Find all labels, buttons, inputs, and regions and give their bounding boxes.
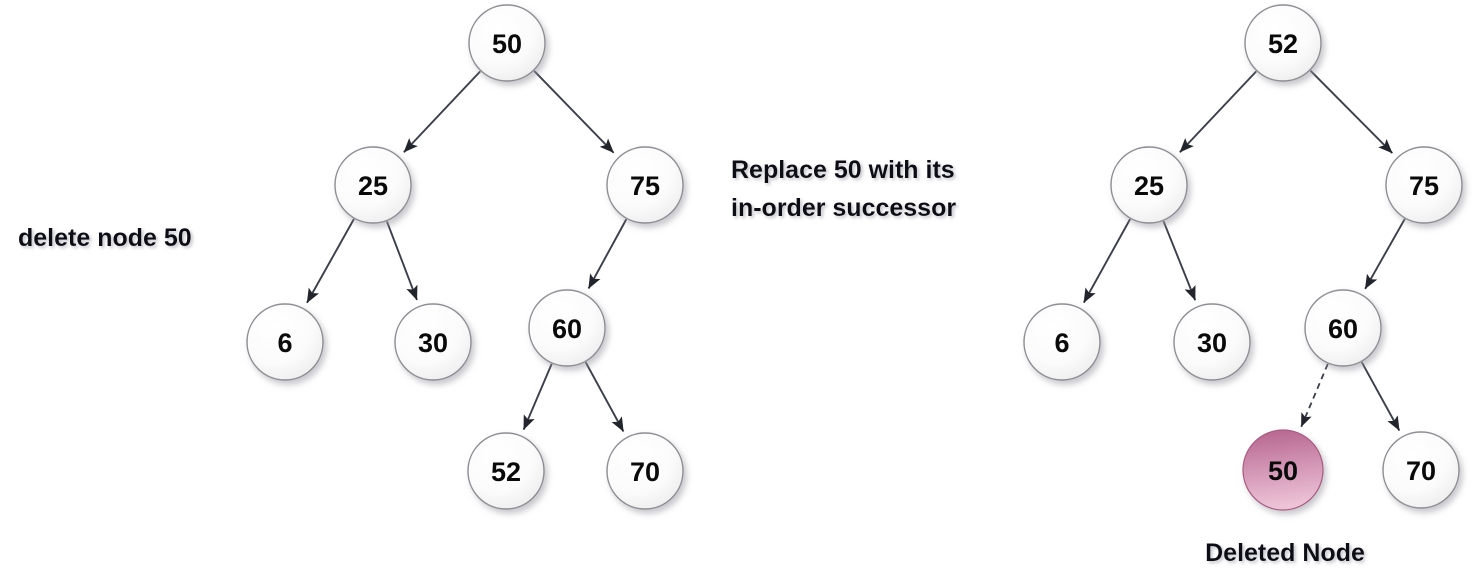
left-tree-group: 50 25 75 6 30 60 52 70 <box>246 4 684 510</box>
node-value-label: 70 <box>1406 456 1436 486</box>
delete-node-caption: delete node 50 <box>18 224 192 252</box>
tree-node-l-6[interactable]: 6 <box>246 303 324 381</box>
left-edge-L-50-to-L-25 <box>403 70 481 153</box>
node-circle[interactable] <box>394 303 472 381</box>
right-edge-R-25-to-R-30 <box>1162 220 1197 301</box>
node-value-label: 60 <box>1328 314 1358 344</box>
tree-node-l-75[interactable]: 75 <box>606 146 684 224</box>
node-circle[interactable] <box>1304 289 1382 367</box>
tree-node-r-52[interactable]: 52 <box>1244 4 1322 82</box>
right-edge-R-75-to-R-60 <box>1364 218 1406 290</box>
node-value-label: 75 <box>1409 171 1439 201</box>
node-value-label: 25 <box>358 171 388 201</box>
tree-node-r-70[interactable]: 70 <box>1382 431 1460 509</box>
transform-caption-line2: in-order successor <box>731 194 956 222</box>
right-edge-R-60-to-R-50 <box>1300 363 1329 428</box>
node-value-label: 52 <box>491 457 521 487</box>
right-edge-R-25-to-R-6 <box>1082 218 1131 304</box>
node-circle[interactable] <box>606 146 684 224</box>
node-value-label: 30 <box>1197 328 1227 358</box>
node-circle[interactable] <box>246 303 324 381</box>
node-value-label: 70 <box>630 457 660 487</box>
deleted-node-circle[interactable] <box>1242 429 1324 511</box>
left-tree-nodes: 50 25 75 6 30 60 52 70 <box>246 4 684 510</box>
left-edge-L-25-to-L-6 <box>306 218 355 304</box>
node-value-label: 25 <box>1134 171 1164 201</box>
tree-node-l-30[interactable]: 30 <box>394 303 472 381</box>
tree-node-l-70[interactable]: 70 <box>606 432 684 510</box>
tree-node-l-25[interactable]: 25 <box>334 146 412 224</box>
right-edge-R-60-to-R-70 <box>1360 361 1401 432</box>
node-circle[interactable] <box>468 4 546 82</box>
node-value-label: 60 <box>552 314 582 344</box>
node-value-label: 52 <box>1268 29 1298 59</box>
right-tree-edges <box>1082 70 1406 432</box>
captions-group: delete node 50 Replace 50 with its in-or… <box>18 156 1365 567</box>
node-circle[interactable] <box>1173 303 1251 381</box>
node-value-label: 75 <box>630 171 660 201</box>
tree-node-r-6[interactable]: 6 <box>1023 303 1101 381</box>
tree-node-r-30[interactable]: 30 <box>1173 303 1251 381</box>
node-circle[interactable] <box>1385 146 1463 224</box>
right-tree-nodes: 52 25 75 6 30 60 50 70 <box>1023 4 1463 511</box>
node-circle[interactable] <box>1023 303 1101 381</box>
right-tree-group: 52 25 75 6 30 60 50 70 <box>1023 4 1463 511</box>
node-circle[interactable] <box>1382 431 1460 509</box>
node-circle[interactable] <box>334 146 412 224</box>
right-edge-R-52-to-R-75 <box>1309 70 1393 154</box>
left-edge-L-25-to-L-30 <box>386 221 418 301</box>
node-value-label: 50 <box>492 29 522 59</box>
left-edge-L-60-to-L-52 <box>522 363 553 430</box>
left-edge-L-75-to-L-60 <box>587 218 628 289</box>
left-edge-L-60-to-L-70 <box>584 361 625 432</box>
left-edge-L-50-to-L-75 <box>533 70 615 154</box>
tree-node-r-50[interactable]: 50 <box>1242 429 1324 511</box>
tree-node-l-50[interactable]: 50 <box>468 4 546 82</box>
right-edge-R-52-to-R-25 <box>1179 70 1257 153</box>
tree-node-r-60[interactable]: 60 <box>1304 289 1382 367</box>
tree-node-r-75[interactable]: 75 <box>1385 146 1463 224</box>
tree-node-r-25[interactable]: 25 <box>1110 146 1188 224</box>
node-circle[interactable] <box>467 432 545 510</box>
node-value-label: 6 <box>277 328 292 358</box>
node-circle[interactable] <box>606 432 684 510</box>
node-value-label: 50 <box>1268 456 1298 486</box>
transform-caption-line1: Replace 50 with its <box>731 156 955 184</box>
node-circle[interactable] <box>1244 4 1322 82</box>
tree-node-l-52[interactable]: 52 <box>467 432 545 510</box>
node-circle[interactable] <box>1110 146 1188 224</box>
node-value-label: 30 <box>418 328 448 358</box>
deleted-node-caption: Deleted Node <box>1205 539 1365 567</box>
node-circle[interactable] <box>528 289 606 367</box>
left-tree-edges <box>306 70 628 432</box>
node-value-label: 6 <box>1054 328 1069 358</box>
tree-node-l-60[interactable]: 60 <box>528 289 606 367</box>
